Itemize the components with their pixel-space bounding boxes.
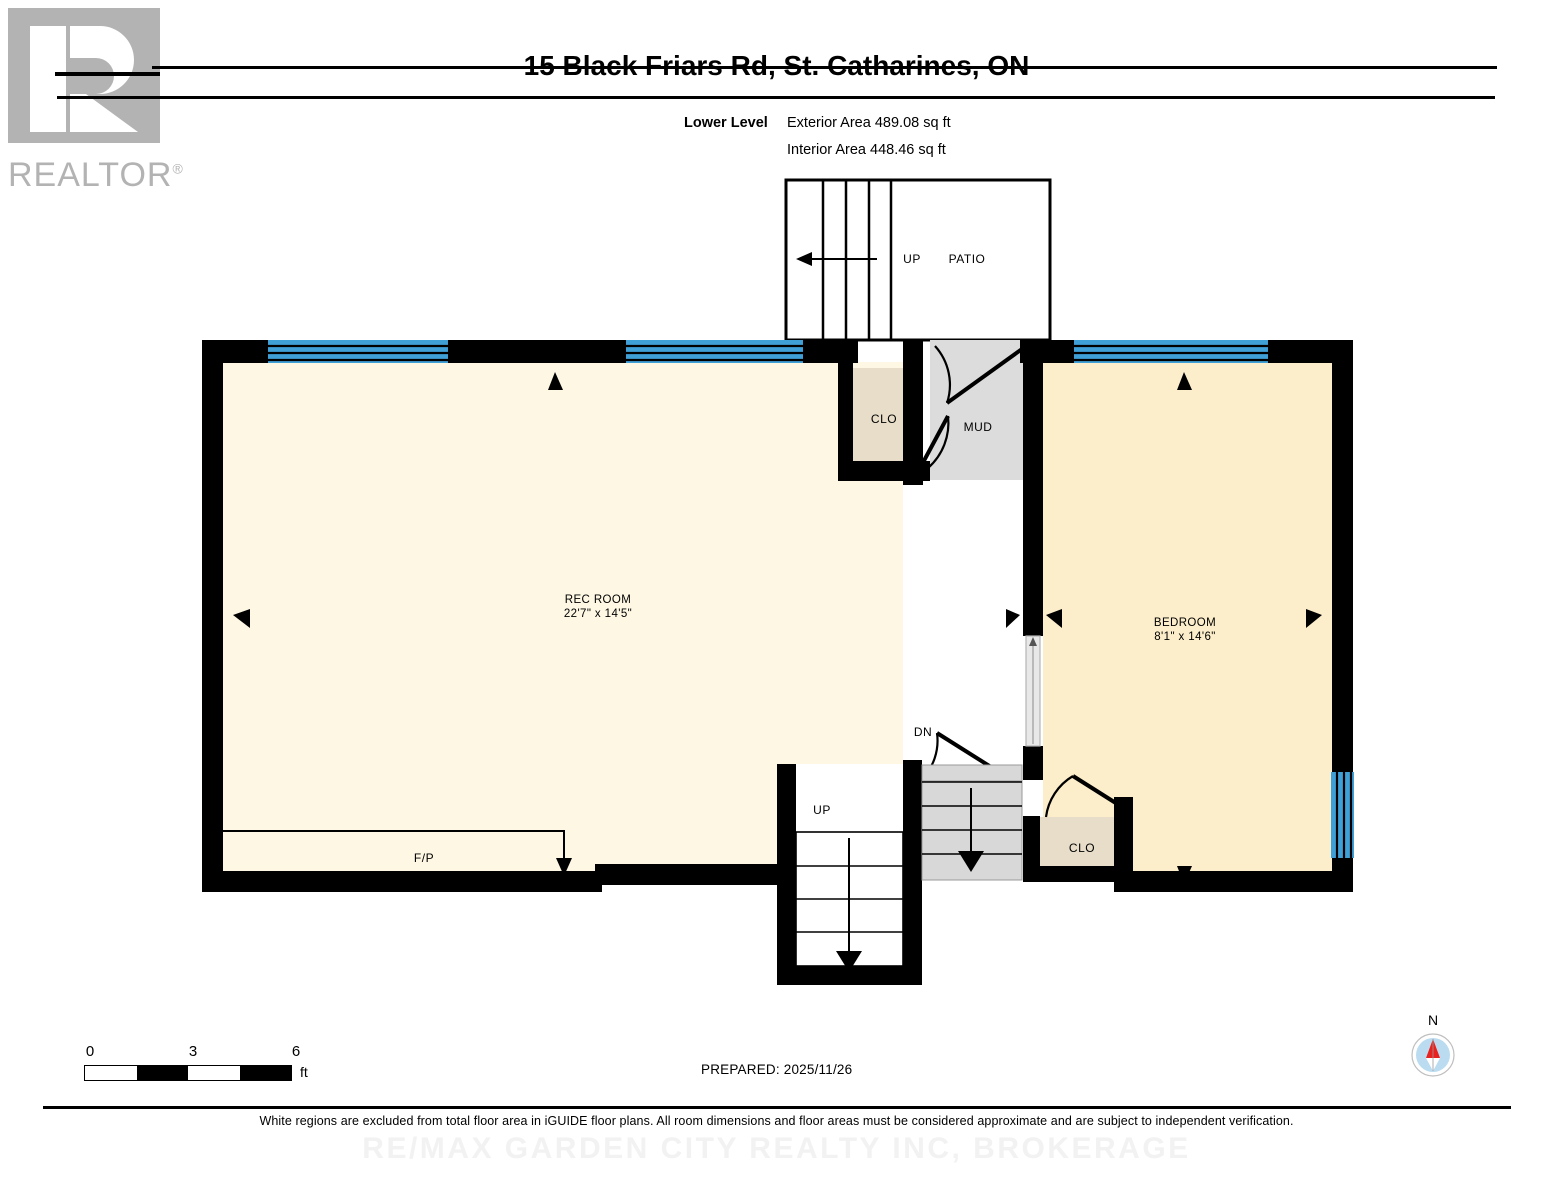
- scale-bar: [84, 1065, 292, 1081]
- prepared-date: PREPARED: 2025/11/26: [701, 1062, 853, 1077]
- stair-label-dn: DN: [913, 725, 933, 739]
- scale-tick-6: 6: [291, 1043, 301, 1060]
- rec-room-floor: [222, 362, 903, 876]
- exterior-area: Exterior Area 489.08 sq ft: [787, 115, 951, 131]
- scale-tick-3: 3: [188, 1043, 198, 1060]
- fireplace-label: F/P: [413, 851, 435, 865]
- fireplace-arrow: [556, 858, 572, 876]
- room-label-rec-room: REC ROOM 22'7" x 14'5": [563, 594, 633, 620]
- stairs-up: [795, 831, 904, 972]
- scale-seg-2: [136, 1066, 188, 1080]
- scale-seg-1: [85, 1066, 137, 1080]
- realtor-r-mark: [8, 8, 160, 143]
- footer-divider: [43, 1106, 1511, 1109]
- realtor-logo: REALTOR®: [8, 8, 188, 198]
- disclaimer-text: White regions are excluded from total fl…: [259, 1114, 1294, 1128]
- stair-label-up: UP: [813, 803, 831, 817]
- scale-seg-4: [239, 1066, 291, 1080]
- brokerage-watermark: RE/MAX GARDEN CITY REALTY INC, BROKERAGE: [362, 1132, 1191, 1165]
- scale-seg-3: [188, 1066, 240, 1080]
- room-label-bedroom: BEDROOM 8'1" x 14'6": [1153, 617, 1217, 643]
- level-label: Lower Level: [684, 115, 768, 131]
- patio-region: [784, 178, 1052, 342]
- room-label-mud: MUD: [963, 420, 993, 434]
- doorway-opening: [1025, 635, 1041, 747]
- interior-area: Interior Area 448.46 sq ft: [787, 142, 946, 158]
- logo-rule-extension: [152, 66, 1497, 69]
- room-label-closet-bottom: CLO: [1068, 841, 1096, 855]
- scale-tick-0: 0: [85, 1043, 95, 1060]
- window-group: [268, 340, 1354, 858]
- title-divider: [57, 96, 1495, 99]
- compass-north-label: N: [1427, 1012, 1439, 1028]
- realtor-wordmark: REALTOR®: [8, 156, 184, 194]
- bedroom-floor: [1043, 362, 1340, 876]
- dimension-arrows: [233, 372, 1322, 884]
- area-summary: Lower Level Exterior Area 489.08 sq ft In…: [684, 110, 951, 164]
- scale-unit-label: ft: [300, 1064, 308, 1080]
- stair-label-up-patio: UP: [903, 252, 921, 266]
- room-label-patio: PATIO: [948, 252, 986, 266]
- floorplan-svg: [202, 178, 1354, 985]
- compass-icon: [1411, 1033, 1455, 1077]
- page-title: 15 Black Friars Rd, St. Catharines, ON: [523, 50, 1030, 81]
- walls: [202, 340, 1353, 985]
- floorplan-drawing: REC ROOM 22'7" x 14'5" BEDROOM 8'1" x 14…: [202, 178, 1354, 985]
- room-label-closet-top: CLO: [870, 412, 898, 426]
- stairs-down: [921, 764, 1023, 881]
